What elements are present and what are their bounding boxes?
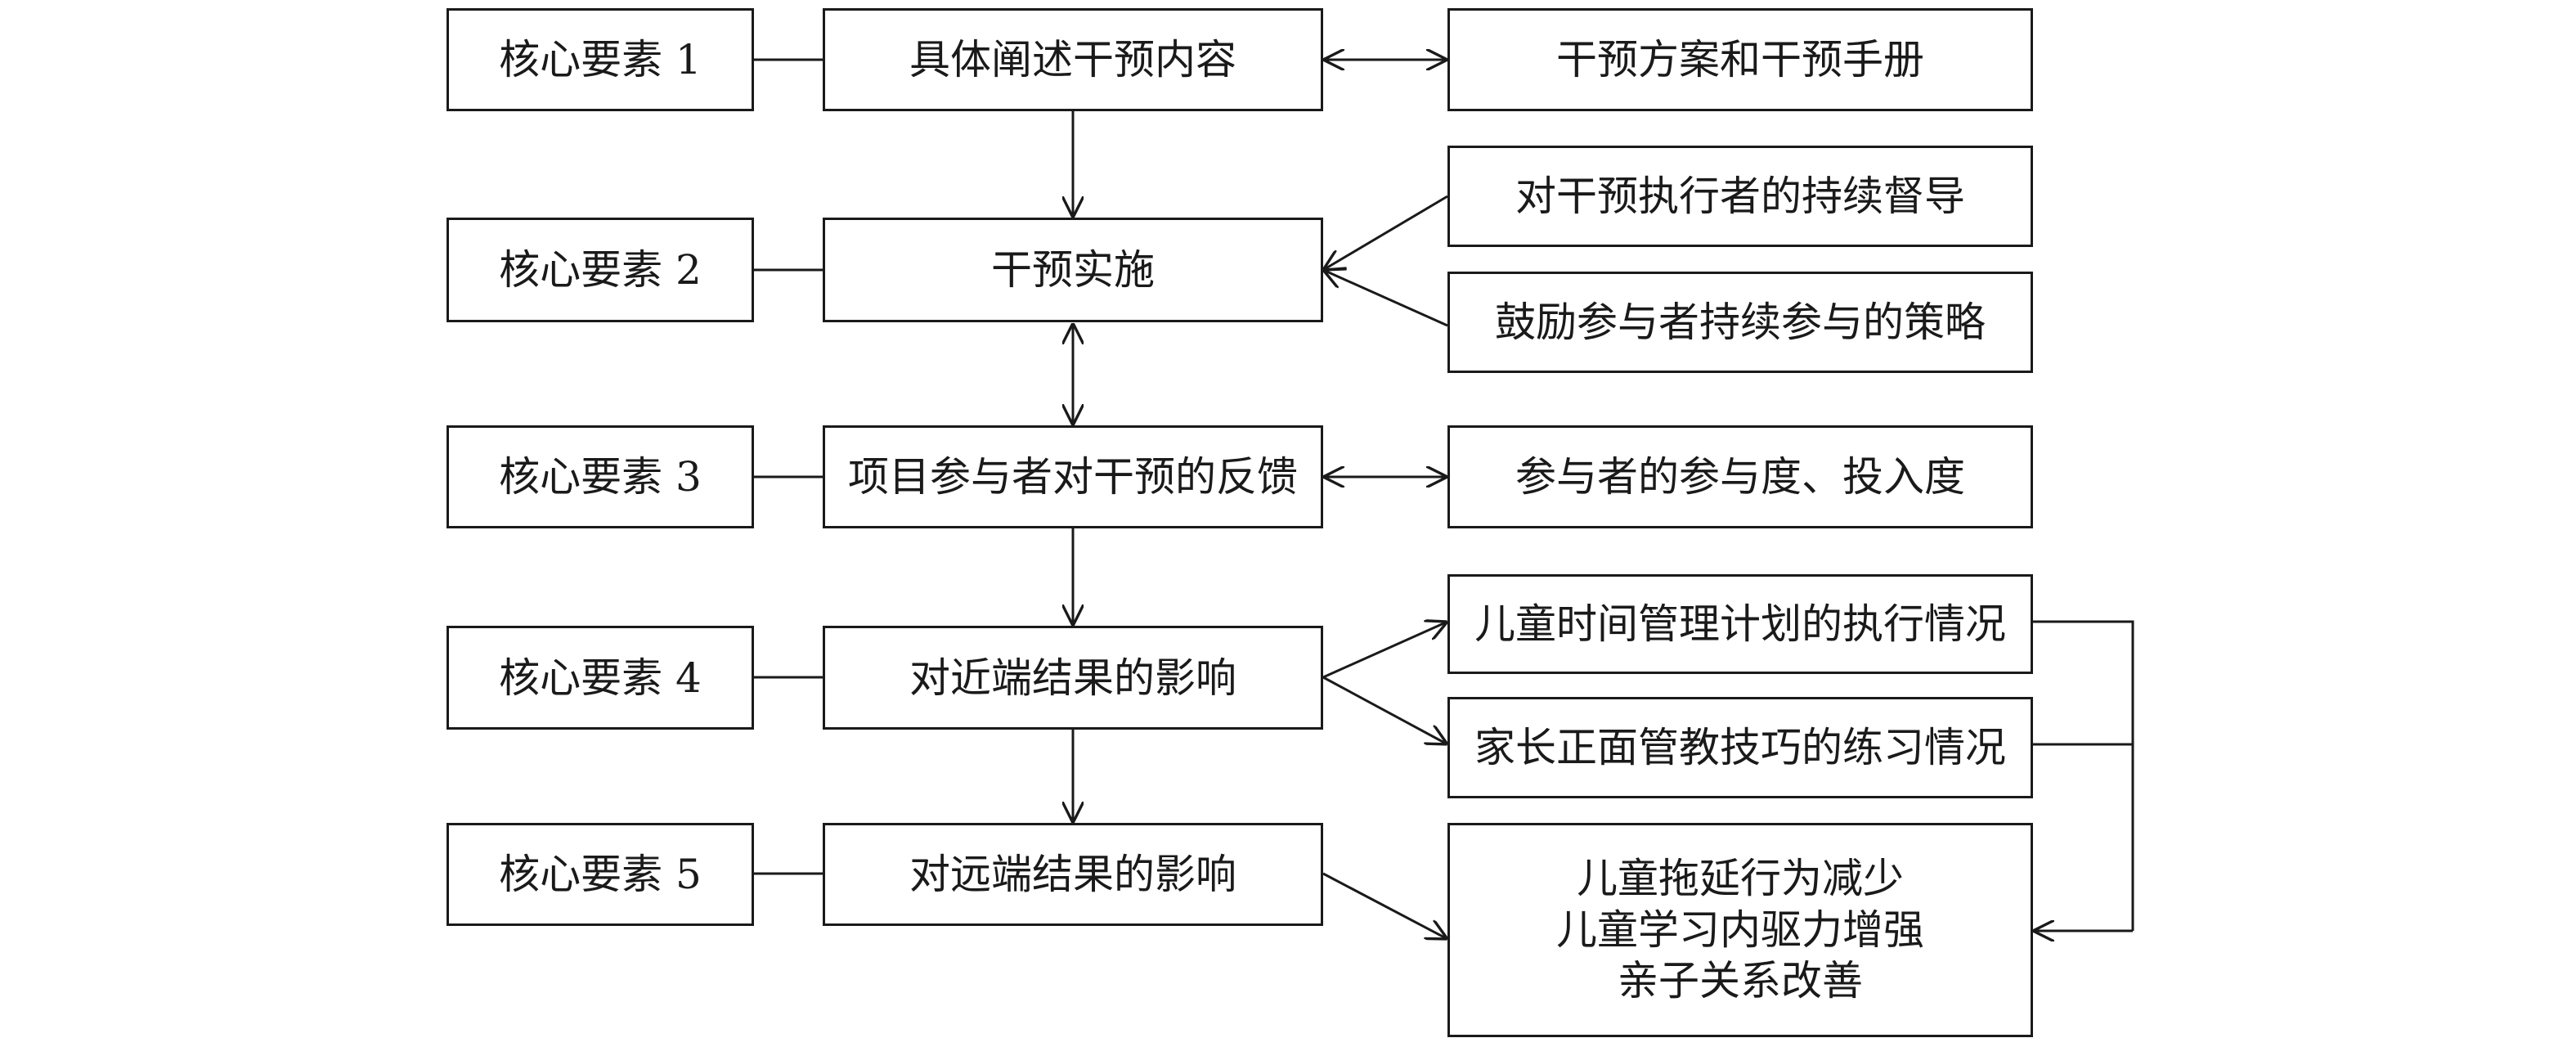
stage-distal-outcomes: 对远端结果的影响 <box>823 823 1323 926</box>
arrow-stage4-to-parent-skill <box>1322 676 1447 744</box>
arrow-supervision-to-stage2 <box>1323 195 1448 270</box>
detail-parent-skill: 家长正面管教技巧的练习情况 <box>1447 697 2033 798</box>
detail-engagement: 参与者的参与度、投入度 <box>1447 425 2033 528</box>
stage-proximal-outcomes: 对近端结果的影响 <box>823 626 1323 730</box>
core-element-1: 核心要素 1 <box>447 8 754 111</box>
core-element-4: 核心要素 4 <box>447 626 754 730</box>
detail-manual: 干预方案和干预手册 <box>1447 8 2033 111</box>
detail-supervision: 对干预执行者的持续督导 <box>1447 146 2033 247</box>
core-element-2: 核心要素 2 <box>447 218 754 322</box>
stage-participant-feedback: 项目参与者对干预的反馈 <box>823 425 1323 528</box>
core-element-5: 核心要素 5 <box>447 823 754 926</box>
stage-intervention-content: 具体阐述干预内容 <box>823 8 1323 111</box>
core-element-3: 核心要素 3 <box>447 425 754 528</box>
arrow-encourage-to-stage2 <box>1323 270 1448 327</box>
detail-encourage-strategy: 鼓励参与者持续参与的策略 <box>1447 272 2033 373</box>
detail-distal-outcomes: 儿童拖延行为减少 儿童学习内驱力增强 亲子关系改善 <box>1447 823 2033 1037</box>
detail-child-plan: 儿童时间管理计划的执行情况 <box>1447 574 2033 674</box>
arrow-stage4-to-child-plan <box>1322 622 1447 679</box>
stage-intervention-implementation: 干预实施 <box>823 218 1323 322</box>
arrow-stage5-to-outcomes <box>1322 872 1447 939</box>
outcome-line-3: 亲子关系改善 <box>1618 957 1863 1005</box>
outcome-line-2: 儿童学习内驱力增强 <box>1556 905 1924 954</box>
link-child-plan-to-bracket <box>2033 620 2134 931</box>
outcome-line-1: 儿童拖延行为减少 <box>1577 855 1904 903</box>
